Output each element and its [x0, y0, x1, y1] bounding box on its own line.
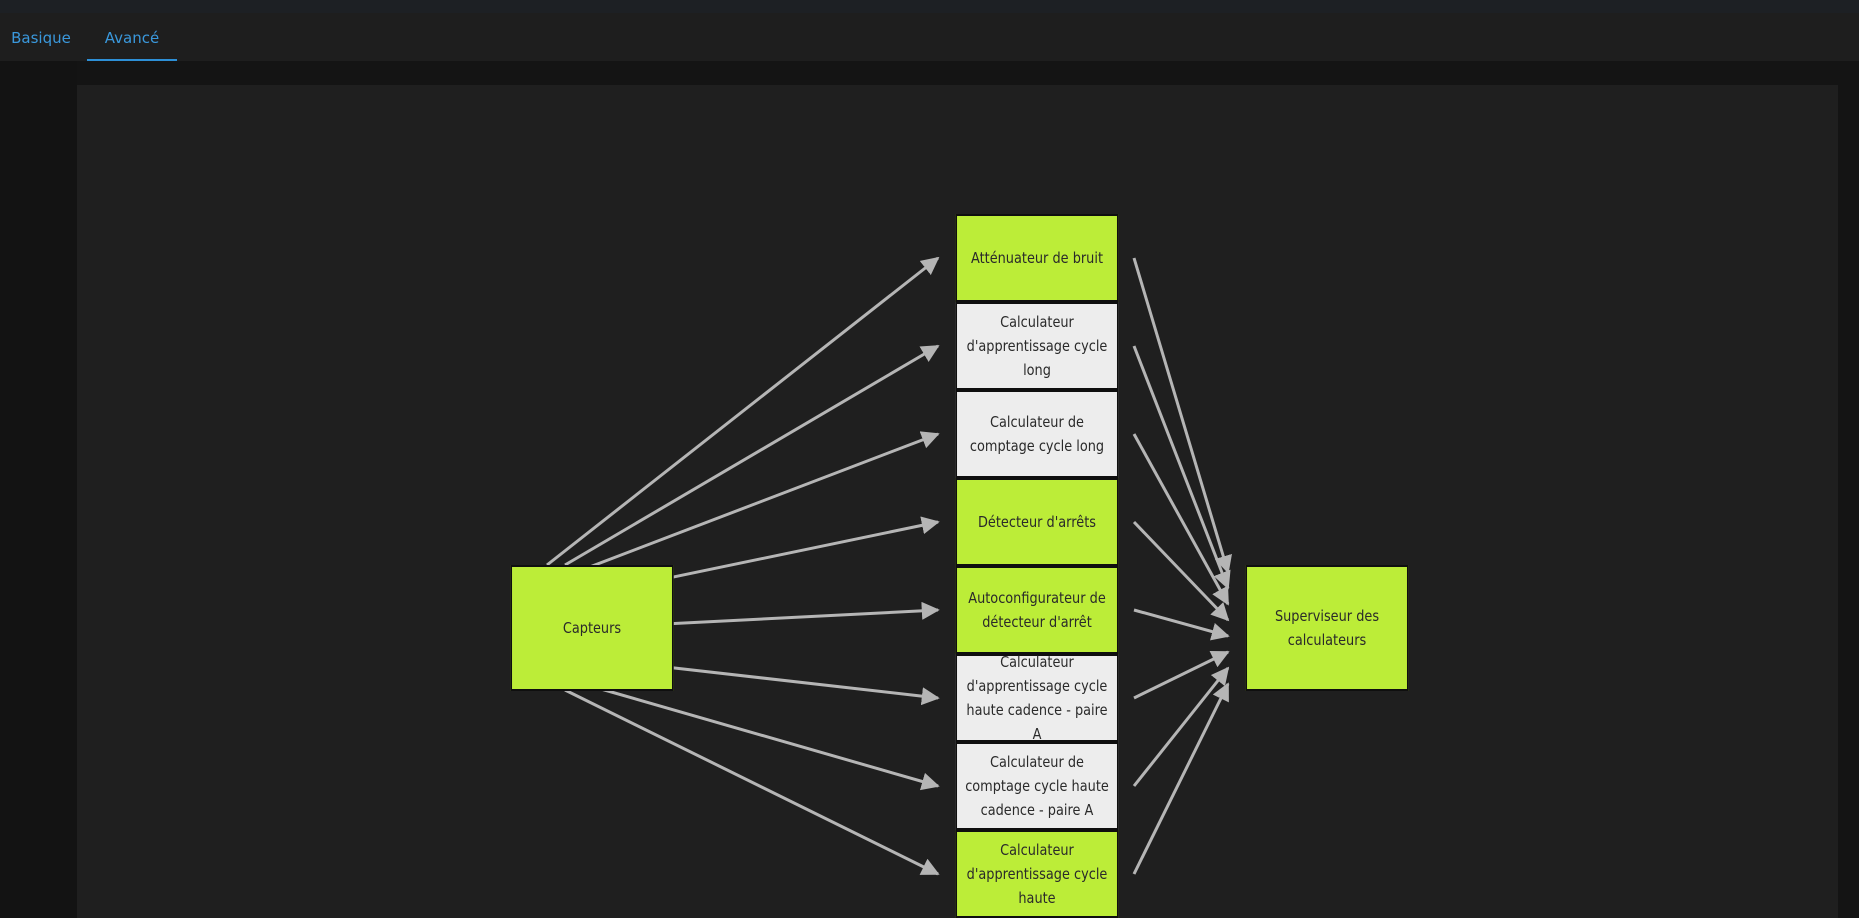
- tab-basique[interactable]: Basique: [11, 29, 71, 47]
- active-tab-indicator: [87, 59, 177, 61]
- diagram-canvas: Capteurs Atténuateur de bruit Calculateu…: [77, 85, 1838, 918]
- node-superviseur-calculateurs[interactable]: Superviseur des calculateurs: [1245, 565, 1409, 691]
- tab-avance[interactable]: Avancé: [104, 29, 160, 47]
- node-calc-comptage-haute-cadence-a[interactable]: Calculateur de comptage cycle haute cade…: [955, 742, 1119, 830]
- node-label: Autoconfigurateur de détecteur d'arrêt: [968, 589, 1106, 631]
- node-label: Calculateur d'apprentissage cycle long: [966, 313, 1108, 379]
- node-capteurs-label: Capteurs: [562, 619, 622, 637]
- node-calc-comptage-cycle-long[interactable]: Calculateur de comptage cycle long: [955, 390, 1119, 478]
- edge-capteurs-to-node: [586, 683, 940, 791]
- window-top-bar: [0, 0, 1859, 13]
- edge-capteurs-to-node: [546, 256, 940, 567]
- edge-node-to-superviseur: [1132, 666, 1230, 787]
- node-autoconfigurateur-detecteur-arret[interactable]: Autoconfigurateur de détecteur d'arrêt: [955, 566, 1119, 654]
- node-calc-apprentissage-haute-cadence[interactable]: Calculateur d'apprentissage cycle haute: [955, 830, 1119, 918]
- node-detecteur-arrets[interactable]: Détecteur d'arrêts: [955, 478, 1119, 566]
- edge-capteurs-to-node: [564, 344, 940, 567]
- node-capteurs[interactable]: Capteurs: [510, 565, 674, 691]
- node-label: Calculateur de comptage cycle long: [969, 413, 1105, 455]
- node-label: Détecteur d'arrêts: [977, 513, 1096, 531]
- edge-capteurs-to-node: [586, 431, 940, 570]
- edge-node-to-superviseur: [1132, 257, 1232, 574]
- edge-node-to-superviseur: [1133, 608, 1230, 641]
- edge-node-to-superviseur: [1133, 650, 1230, 700]
- node-label: Calculateur d'apprentissage cycle haute: [966, 841, 1108, 907]
- edge-node-to-superviseur: [1132, 682, 1230, 875]
- edge-node-to-superviseur: [1132, 345, 1231, 590]
- node-calc-apprentissage-cycle-long[interactable]: Calculateur d'apprentissage cycle long: [955, 302, 1119, 390]
- edge-capteurs-to-node: [564, 688, 940, 876]
- node-label: Calculateur d'apprentissage cycle haute …: [966, 653, 1108, 743]
- edge-node-to-superviseur: [1132, 520, 1230, 622]
- tab-bar: Basique Avancé: [0, 13, 1859, 61]
- node-attenuateur-bruit[interactable]: Atténuateur de bruit: [955, 214, 1119, 302]
- node-label: Calculateur de comptage cycle haute cade…: [965, 753, 1109, 819]
- node-calc-apprentissage-haute-cadence-a[interactable]: Calculateur d'apprentissage cycle haute …: [955, 653, 1119, 743]
- edge-node-to-superviseur: [1132, 433, 1230, 606]
- node-label: Atténuateur de bruit: [970, 249, 1104, 267]
- side-strip: [0, 61, 77, 918]
- node-superviseur-label: Superviseur des calculateurs: [1274, 607, 1380, 649]
